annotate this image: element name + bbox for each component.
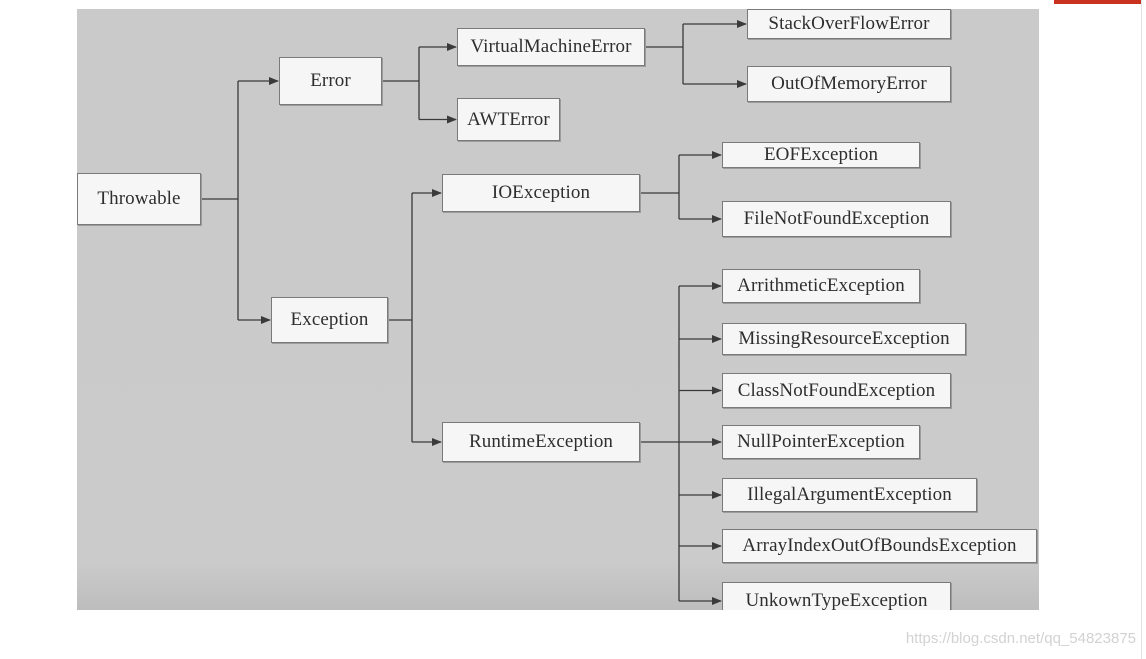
node-throwable: Throwable (77, 173, 201, 225)
node-unkown-type-exception: UnkownTypeException (722, 582, 951, 610)
node-array-index-out-of-bounds-exception: ArrayIndexOutOfBoundsException (722, 529, 1037, 563)
node-exception: Exception (271, 297, 388, 343)
node-virtual-machine-error: VirtualMachineError (457, 28, 645, 66)
node-awt-error: AWTError (457, 98, 560, 141)
node-illegal-argument-exception: IllegalArgumentException (722, 478, 977, 512)
node-file-not-found-exception: FileNotFoundException (722, 201, 951, 237)
node-arithmetic-exception: ArrithmeticException (722, 269, 920, 303)
node-class-not-found-exception: ClassNotFoundException (722, 373, 951, 408)
right-divider (1141, 0, 1142, 659)
node-stack-overflow-error: StackOverFlowError (747, 9, 951, 39)
diagram-connectors (201, 20, 747, 605)
top-accent-bar (1054, 0, 1142, 4)
node-null-pointer-exception: NullPointerException (722, 425, 920, 459)
node-runtime-exception: RuntimeException (442, 422, 640, 462)
node-eof-exception: EOFException (722, 142, 920, 168)
class-hierarchy-diagram: Throwable Error Exception VirtualMachine… (77, 9, 1039, 610)
watermark-url: https://blog.csdn.net/qq_54823875 (905, 630, 1136, 647)
node-error: Error (279, 57, 382, 105)
node-out-of-memory-error: OutOfMemoryError (747, 66, 951, 102)
node-missing-resource-exception: MissingResourceException (722, 323, 966, 355)
node-io-exception: IOException (442, 174, 640, 212)
